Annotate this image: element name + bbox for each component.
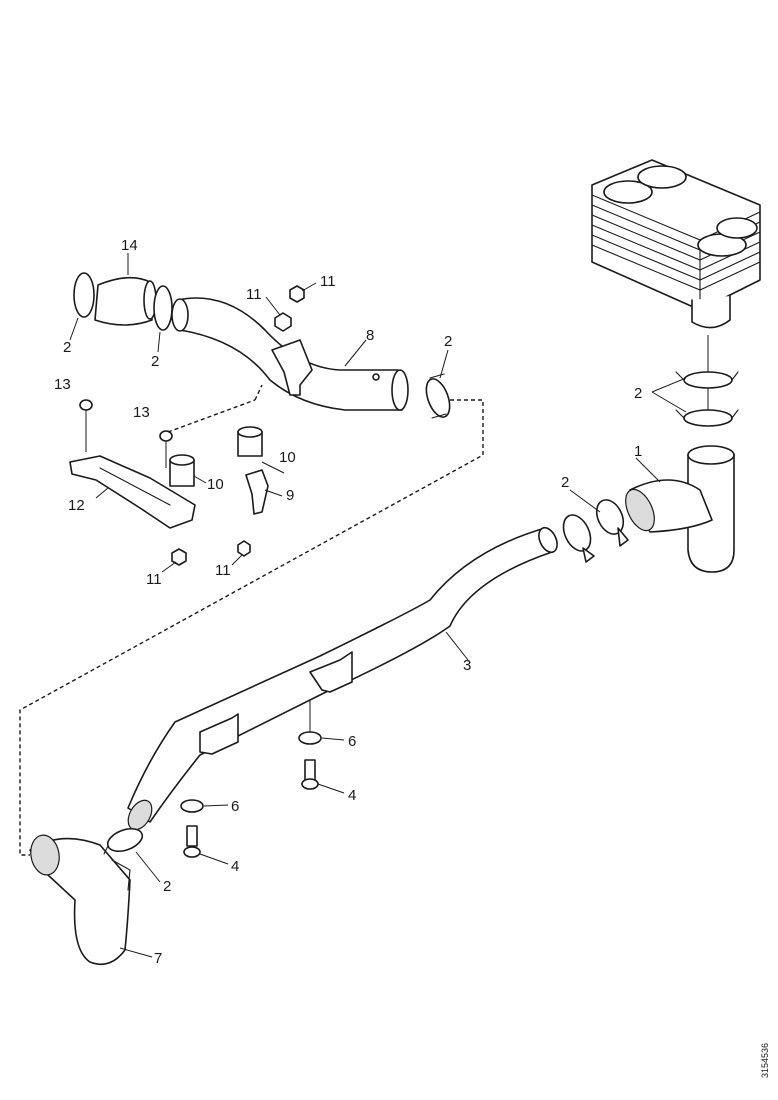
clamp-left — [73, 272, 95, 318]
nut-11-d — [237, 540, 251, 557]
long-pipe-part-3 — [127, 526, 558, 831]
callout-11-d: 11 — [215, 562, 231, 579]
callout-13-b: 13 — [133, 404, 150, 421]
callout-2-top-right: 2 — [444, 333, 452, 350]
bracket-part-9 — [245, 469, 269, 515]
lower-clamp — [103, 827, 144, 855]
elbow-pipe-part-1 — [625, 445, 735, 573]
callout-11-c: 11 — [146, 571, 162, 588]
callout-4-upper: 4 — [348, 787, 356, 804]
lower-elbow-part-7 — [29, 834, 131, 966]
clamp-mid — [153, 285, 173, 331]
callout-3: 3 — [463, 657, 471, 674]
nut-11-b — [289, 285, 305, 303]
callout-6-upper: 6 — [348, 733, 356, 750]
callout-10-a: 10 — [279, 449, 296, 466]
bracket-part-12 — [69, 455, 196, 529]
callout-2-cooler: 2 — [634, 385, 642, 402]
bolt-upper — [298, 700, 322, 790]
mount-10-a — [237, 426, 263, 457]
callout-8: 8 — [366, 327, 374, 344]
callout-11-a: 11 — [246, 286, 262, 303]
bolt-lower — [180, 799, 204, 858]
cooler-clamp-upper — [675, 371, 739, 389]
cooler-clamp-lower — [675, 409, 739, 427]
callout-2-pipe-join: 2 — [561, 474, 569, 491]
callout-1: 1 — [634, 443, 642, 460]
drawing-reference-number: 3154536 — [760, 1043, 770, 1078]
upper-pipe-part-8 — [171, 297, 409, 411]
nut-11-c — [171, 548, 187, 566]
pipe-join-clamps — [562, 499, 629, 563]
callout-6-lower: 6 — [231, 798, 239, 815]
sleeve-part-14 — [94, 276, 157, 326]
callout-11-b: 11 — [320, 273, 336, 290]
callout-4-lower: 4 — [231, 858, 239, 875]
nut-11-a — [274, 312, 292, 332]
oil-cooler — [591, 159, 761, 329]
callout-2-bottom: 2 — [163, 878, 171, 895]
callout-2-top-left: 2 — [63, 339, 71, 356]
callout-7: 7 — [154, 950, 162, 967]
callout-10-b: 10 — [207, 476, 224, 493]
mount-10-b — [169, 454, 195, 487]
bolt-13-a — [79, 399, 93, 452]
callout-12: 12 — [68, 497, 85, 514]
callout-2-top-mid: 2 — [151, 353, 159, 370]
callout-9: 9 — [286, 487, 294, 504]
callout-13-a: 13 — [54, 376, 71, 393]
bolt-13-b — [159, 430, 173, 468]
callout-14: 14 — [121, 237, 138, 254]
clamp-right-upper — [425, 373, 451, 419]
